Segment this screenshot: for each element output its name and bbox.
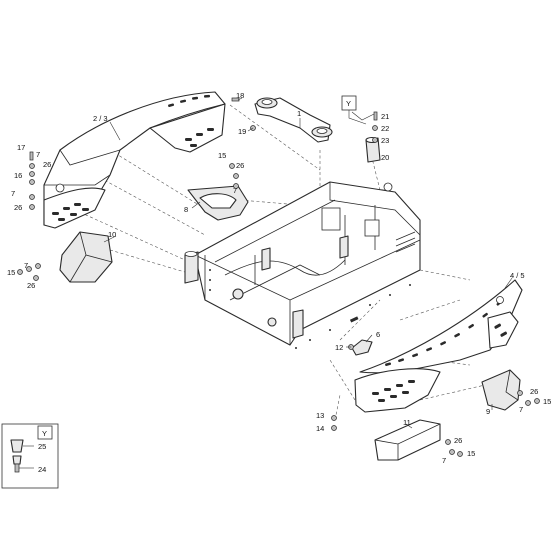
label-15: 15: [467, 449, 475, 458]
label-20: 20: [381, 153, 389, 162]
view-marker-y-detail: Y: [42, 429, 47, 438]
part-side-grip-left: [59, 231, 113, 283]
label-26: 26: [14, 203, 22, 212]
label-7: 7: [36, 150, 40, 159]
leader-lines: [103, 97, 513, 429]
label-1: 1: [297, 109, 301, 118]
label-14: 14: [316, 424, 324, 433]
view-marker-y-top: Y: [346, 99, 351, 108]
assembly-dashed-lines: [74, 104, 486, 421]
label-7: 7: [233, 186, 237, 195]
label-18: 18: [236, 91, 244, 100]
part-main-frame: [184, 181, 421, 349]
label-4-5: 4 / 5: [510, 271, 525, 280]
label-7: 7: [442, 456, 446, 465]
label-11: 11: [403, 418, 411, 427]
label-12: 12: [335, 343, 343, 352]
label-26: 26: [530, 387, 538, 396]
label-26: 26: [43, 160, 51, 169]
label-17: 17: [17, 143, 25, 152]
label-13: 13: [316, 411, 324, 420]
label-9: 9: [486, 407, 490, 416]
part-hood-cover-left: [43, 91, 226, 229]
label-7: 7: [24, 261, 28, 270]
label-6: 6: [376, 330, 380, 339]
label-26: 26: [454, 436, 462, 445]
label-22: 22: [381, 124, 389, 133]
label-2-3: 2 / 3: [93, 114, 108, 123]
detail-view-box: [1, 423, 59, 489]
label-26: 26: [236, 161, 244, 170]
label-15: 15: [7, 268, 15, 277]
label-23: 23: [381, 136, 389, 145]
part-side-grip-right: [481, 369, 521, 411]
label-21: 21: [381, 112, 389, 121]
label-24: 24: [38, 465, 46, 474]
label-7: 7: [519, 405, 523, 414]
part-hood-cover-right: [354, 279, 523, 413]
part-bottom-step: [374, 419, 441, 461]
label-7: 7: [11, 189, 15, 198]
view-marker-top: [341, 95, 367, 125]
part-top-mount-bracket: [254, 97, 333, 143]
part-small-cover: [351, 339, 373, 356]
label-10: 10: [108, 230, 116, 239]
hardware-fasteners: [17, 97, 540, 457]
label-15: 15: [218, 151, 226, 160]
label-26: 26: [27, 281, 35, 290]
label-16: 16: [14, 171, 22, 180]
part-center-bracket: [187, 185, 249, 221]
callout-labels: 1 2 / 3 4 / 5 6 7 7 7 7 7 7 8 9 10 11 12…: [7, 91, 551, 474]
label-15: 15: [543, 397, 551, 406]
label-19: 19: [238, 127, 246, 136]
label-25: 25: [38, 442, 46, 451]
label-8: 8: [184, 205, 188, 214]
